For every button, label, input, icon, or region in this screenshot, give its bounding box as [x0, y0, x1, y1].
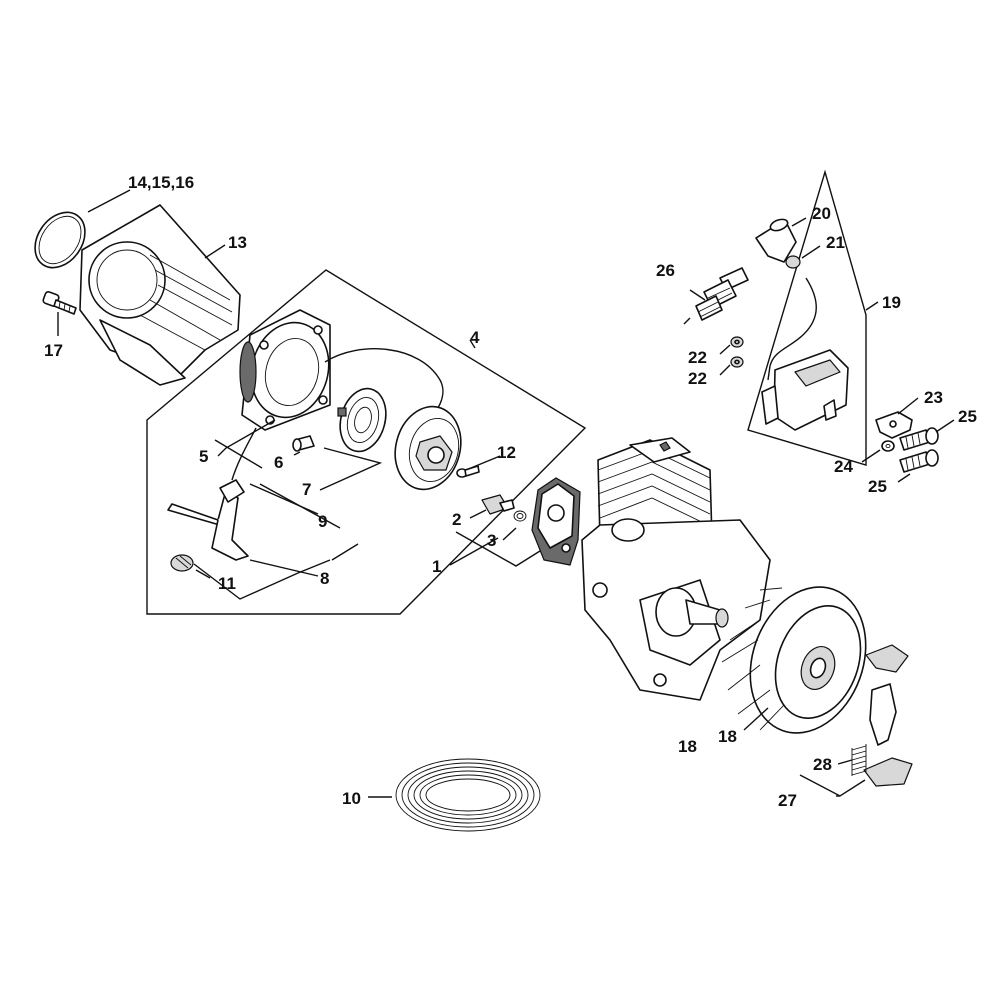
rope-rotor-part [394, 405, 462, 491]
gasket-part [34, 211, 86, 269]
screw-17-part [42, 291, 77, 315]
label-10: 10 [342, 789, 361, 808]
label-14-15-16: 14,15,16 [128, 173, 194, 192]
spring-28-part [851, 744, 867, 776]
label-25-top: 25 [958, 407, 977, 426]
label-17: 17 [44, 341, 63, 360]
part-labels: 14,15,16 13 17 4 5 6 7 9 12 2 3 1 11 8 1… [44, 173, 977, 810]
ignition-module-frame [747, 169, 867, 466]
label-12: 12 [497, 443, 516, 462]
washer-24-part [881, 440, 895, 452]
label-5: 5 [199, 447, 208, 466]
label-7: 7 [302, 480, 311, 499]
label-21: 21 [826, 233, 845, 252]
label-26: 26 [656, 261, 675, 280]
label-24: 24 [834, 457, 853, 476]
washers-22-part [730, 336, 744, 368]
carrier-part [531, 477, 581, 566]
label-18-right: 18 [718, 727, 737, 746]
engine-block-part [581, 437, 771, 701]
label-23: 23 [924, 388, 943, 407]
flywheel-part [721, 586, 867, 734]
ignition-module-part [761, 349, 849, 431]
label-22-top: 22 [688, 348, 707, 367]
ignition-lead [767, 277, 817, 381]
pawl-part [481, 494, 527, 522]
starter-grip-part [167, 479, 249, 572]
bushing-6-part [292, 435, 315, 452]
rope-coil-part [395, 758, 541, 832]
label-20: 20 [812, 204, 831, 223]
sleeve-21-part [785, 255, 801, 269]
label-9: 9 [318, 512, 327, 531]
label-2: 2 [452, 510, 461, 529]
label-11: 11 [218, 574, 236, 593]
label-4: 4 [470, 328, 480, 347]
label-25-bottom: 25 [868, 477, 887, 496]
label-8: 8 [320, 569, 329, 588]
rewind-housing-part [239, 309, 331, 431]
label-6: 6 [274, 453, 283, 472]
label-22-bottom: 22 [688, 369, 707, 388]
spark-plug-part [683, 267, 749, 325]
label-3: 3 [487, 531, 496, 550]
clutch-shoe-part [863, 644, 913, 787]
starter-assembly-frame [146, 269, 587, 615]
label-27: 27 [778, 791, 797, 810]
label-1: 1 [432, 557, 441, 576]
label-19: 19 [882, 293, 901, 312]
shroud-part [79, 204, 241, 386]
leader-lines [57, 189, 955, 798]
screws-25-part [899, 427, 939, 473]
label-28: 28 [813, 755, 832, 774]
bracket-23-part [875, 411, 913, 439]
plug-boot-part [755, 218, 797, 263]
rewind-spring-part [337, 387, 387, 453]
screw-12-part [456, 465, 480, 478]
label-13: 13 [228, 233, 247, 252]
label-18-left: 18 [678, 737, 697, 756]
